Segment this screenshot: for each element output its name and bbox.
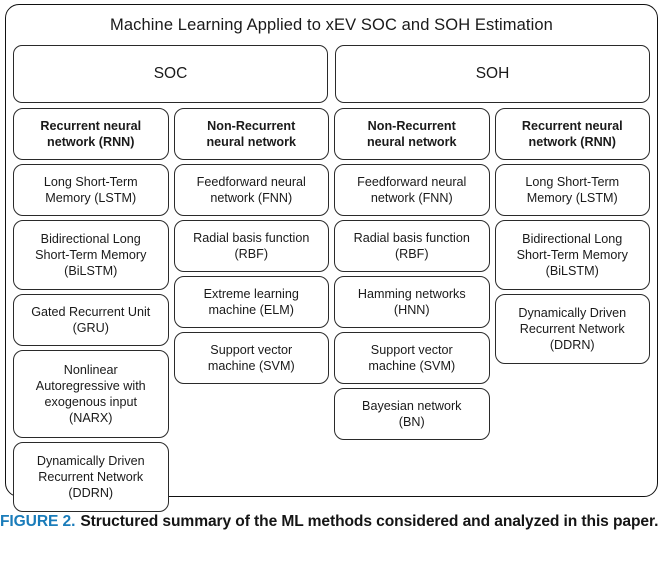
method-box: Long Short-Term Memory (LSTM) [13, 163, 169, 216]
method-box: Support vector machine (SVM) [334, 331, 490, 384]
method-box: Feedforward neural network (FNN) [334, 163, 490, 216]
method-box: Gated Recurrent Unit (GRU) [13, 293, 169, 346]
group-box-soh: SOH [335, 44, 650, 103]
figure-caption: FIGURE 2.Structured summary of the ML me… [0, 512, 664, 533]
method-box: Bidirectional Long Short-Term Memory (Bi… [494, 219, 650, 290]
group-box-soc: SOC [13, 44, 328, 103]
method-columns: Recurrent neural network (RNN) Long Shor… [6, 103, 657, 512]
top-group-row: SOC SOH [6, 36, 657, 103]
method-box: Long Short-Term Memory (LSTM) [494, 163, 650, 216]
method-box: Dynamically Driven Recurrent Network (DD… [494, 293, 650, 364]
column-header-box: Non-Recurrent neural network [173, 107, 329, 160]
method-box: Dynamically Driven Recurrent Network (DD… [13, 441, 169, 512]
column-soh-non-recurrent: Non-Recurrent neural network Feedforward… [334, 107, 490, 440]
column-soh-recurrent: Recurrent neural network (RNN) Long Shor… [494, 107, 650, 364]
figure-caption-text: Structured summary of the ML methods con… [80, 513, 659, 530]
figure-frame: Machine Learning Applied to xEV SOC and … [5, 4, 658, 512]
group-label-soc: SOC [153, 64, 188, 82]
group-label-soh: SOH [475, 64, 510, 82]
column-header-box: Non-Recurrent neural network [334, 107, 490, 160]
method-box: Bayesian network (BN) [334, 387, 490, 440]
method-box: Radial basis function (RBF) [173, 219, 329, 272]
method-box: Feedforward neural network (FNN) [173, 163, 329, 216]
method-box: Support vector machine (SVM) [173, 331, 329, 384]
figure-title: Machine Learning Applied to xEV SOC and … [110, 16, 553, 34]
column-soc-recurrent: Recurrent neural network (RNN) Long Shor… [13, 107, 169, 512]
column-header-box: Recurrent neural network (RNN) [13, 107, 169, 160]
method-box: Extreme learning machine (ELM) [173, 275, 329, 328]
method-box: Radial basis function (RBF) [334, 219, 490, 272]
column-soc-non-recurrent: Non-Recurrent neural network Feedforward… [173, 107, 329, 384]
method-box: Hamming networks (HNN) [334, 275, 490, 328]
column-header-box: Recurrent neural network (RNN) [494, 107, 650, 160]
method-box: Bidirectional Long Short-Term Memory (Bi… [13, 219, 169, 290]
method-box: Nonlinear Autoregressive with exogenous … [13, 349, 169, 438]
figure-number-label: FIGURE 2. [0, 513, 76, 530]
